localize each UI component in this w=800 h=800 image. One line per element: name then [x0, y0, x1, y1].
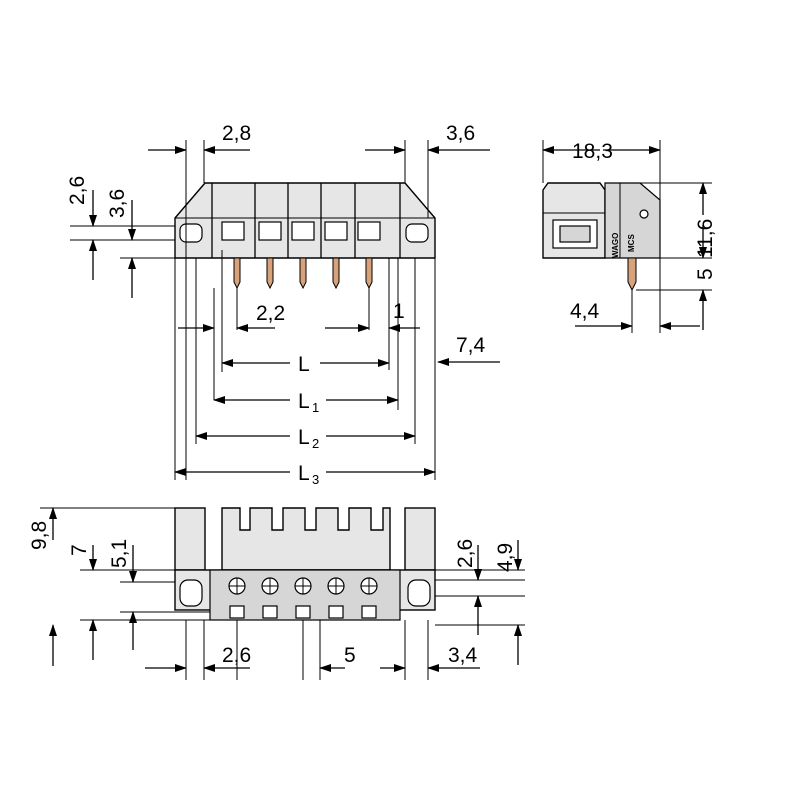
- dim-front-height-e: 4,9: [494, 543, 517, 572]
- pin-3: [299, 257, 307, 290]
- front-right-ear-top: [404, 507, 436, 571]
- side-view-pin: [627, 257, 637, 292]
- dim-side-pin-length: 5: [694, 268, 717, 280]
- dim-top-pitch-left: 2,8: [222, 122, 251, 145]
- dim-front-height-d: 2,6: [454, 539, 477, 568]
- pin-2: [266, 257, 274, 290]
- front-right-mounting-hole: [407, 579, 431, 607]
- dim-front-left: 2,6: [222, 644, 251, 667]
- pole-window-5: [357, 221, 381, 241]
- dim-length-l2: L: [298, 426, 310, 449]
- dim-length-l3: L: [298, 462, 310, 485]
- dim-front-height-a: 9,8: [28, 521, 51, 550]
- dim-front-pitch: 5: [344, 644, 356, 667]
- dim-side-width: 18,3: [572, 140, 613, 163]
- dim-pin-offset: 1: [393, 300, 405, 323]
- dim-length-l1: L: [298, 390, 310, 413]
- brand-wago: WAGO: [611, 233, 620, 258]
- dim-right-offset: 7,4: [456, 334, 486, 357]
- top-view-housing: [174, 182, 436, 259]
- dim-top-height-a: 2,6: [66, 176, 89, 205]
- dim-pin-spacing: 2,2: [256, 302, 285, 325]
- pin-1: [233, 257, 241, 290]
- pin-4: [332, 257, 340, 290]
- pole-window-3: [291, 221, 315, 241]
- pin-5: [365, 257, 373, 290]
- front-view: 9,8 7 5,1 2,6 4,9 2,6 5: [28, 507, 525, 680]
- pole-window-2: [258, 221, 282, 241]
- side-view-latch-dot: [639, 209, 649, 219]
- dim-top-height-b: 3,6: [106, 189, 129, 218]
- brand-mcs: MCS: [627, 234, 636, 252]
- dim-side-pin-offset: 4,4: [570, 300, 600, 323]
- right-mounting-hole: [405, 223, 429, 243]
- dim-side-height: 11,6: [694, 219, 717, 258]
- pole-window-1: [221, 221, 245, 241]
- dim-front-height-b: 7: [68, 544, 91, 556]
- left-mounting-hole: [179, 223, 203, 243]
- top-view: 2,8 3,6 2,6 3,6 2,2 1 7,4 L: [66, 122, 500, 487]
- side-view-latch: [604, 182, 661, 259]
- front-left-mounting-hole: [179, 579, 203, 607]
- side-view: WAGO MCS 18,3 11,6 5 4,4: [542, 140, 717, 333]
- dim-length-l: L: [298, 353, 310, 376]
- front-left-ear-top: [174, 507, 206, 571]
- dim-top-right-overhang: 3,6: [446, 122, 475, 145]
- dim-front-right: 3,4: [448, 644, 478, 667]
- front-contact-openings: [229, 605, 377, 619]
- front-screws: [228, 577, 378, 595]
- dim-length-l1-sub: 1: [312, 400, 319, 415]
- dim-length-l3-sub: 3: [312, 472, 319, 487]
- dim-front-height-c: 5,1: [108, 539, 131, 568]
- pole-window-4: [324, 221, 348, 241]
- dim-length-l2-sub: 2: [312, 436, 319, 451]
- front-top-tabs: [221, 507, 391, 571]
